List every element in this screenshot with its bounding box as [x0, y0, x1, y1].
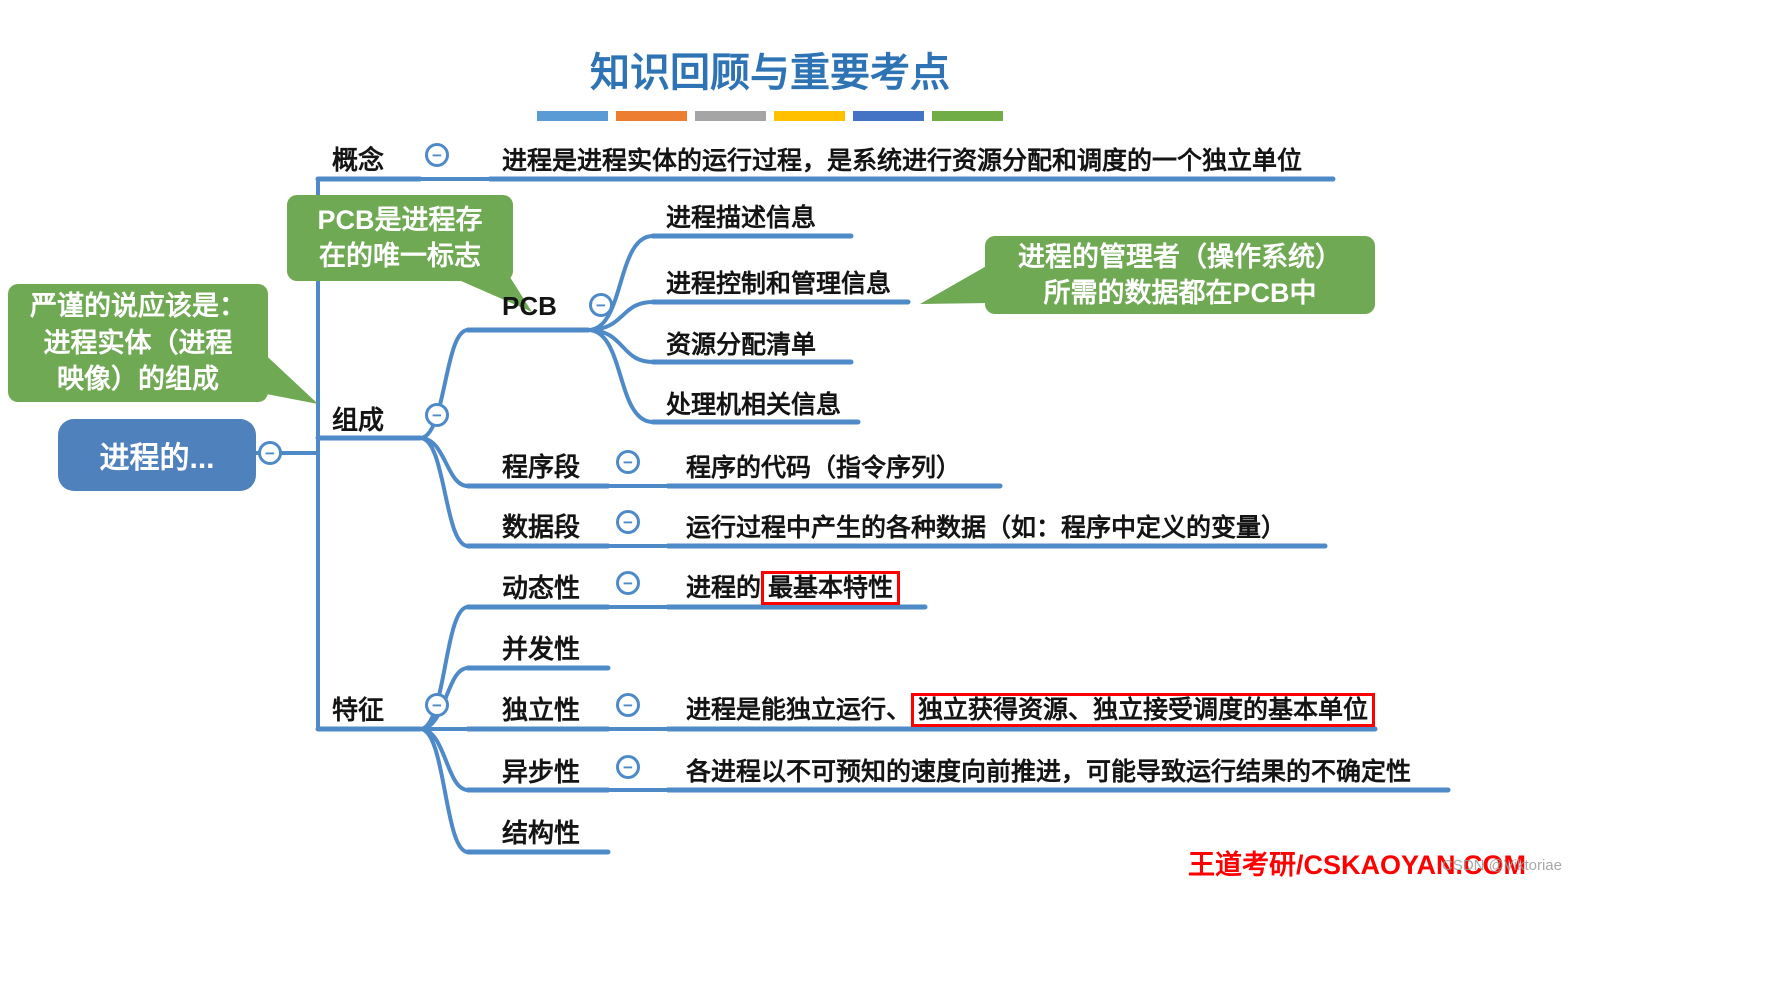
minus-glyph: − [623, 573, 633, 593]
minus-glyph: − [265, 443, 275, 463]
callout-pcb-manager: 进程的管理者（操作系统） 所需的数据都在PCB中 [985, 236, 1375, 314]
topic-features-label: 特征 [332, 695, 385, 725]
collapse-icon-concept[interactable]: − [425, 143, 449, 167]
topic-pcb-child: 进程控制和管理信息 [666, 270, 892, 298]
topic-concept-text: 进程是进程实体的运行过程，是系统进行资源分配和调度的一个独立单位 [502, 147, 1303, 175]
collapse-icon-program-segment[interactable]: − [616, 450, 640, 474]
collapse-icon-features[interactable]: − [425, 693, 449, 717]
root-topic-process: 进程的... [58, 419, 256, 491]
theme-color-bar-5 [853, 111, 924, 121]
minus-glyph: − [623, 452, 633, 472]
theme-color-bar-6 [932, 111, 1003, 121]
topic-pcb-child: 进程描述信息 [666, 204, 817, 232]
page-title: 知识回顾与重要考点 [590, 51, 950, 95]
callout-tail-pcb-flag [445, 274, 532, 312]
minus-glyph: − [432, 405, 442, 425]
dynamic-text-prefix: 进程的 [686, 574, 762, 602]
collapse-icon-composition[interactable]: − [425, 403, 449, 427]
exam-highlight-box: 独立获得资源、独立接受调度的基本单位 [911, 693, 1376, 727]
topic-composition-label: 组成 [332, 405, 385, 435]
minus-glyph: − [623, 512, 633, 532]
topic-data-segment-text: 运行过程中产生的各种数据（如：程序中定义的变量） [686, 514, 1287, 542]
callout-text: 进程的管理者（操作系统） 所需的数据都在PCB中 [1018, 241, 1342, 308]
minus-glyph: − [432, 145, 442, 165]
brand-footer: 王道考研/CSKAOYAN.COM [1188, 850, 1527, 880]
topic-underlines [315, 176, 1451, 855]
theme-color-bar-4 [774, 111, 845, 121]
topic-concurrency-label: 并发性 [502, 634, 581, 664]
topic-program-segment-label: 程序段 [502, 452, 581, 482]
topic-pcb-label: PCB [502, 291, 557, 321]
minus-glyph: − [623, 695, 633, 715]
collapse-icon-pcb[interactable]: − [589, 293, 613, 317]
collapse-icon-data-segment[interactable]: − [616, 510, 640, 534]
collapse-icon-asynchrony[interactable]: − [616, 755, 640, 779]
callout-tail-rigorous [256, 346, 318, 404]
callout-tail-manager [920, 264, 990, 304]
collapse-icon-dynamic[interactable]: − [616, 571, 640, 595]
theme-color-bar-1 [537, 111, 608, 121]
topic-pcb-child: 处理机相关信息 [666, 391, 842, 419]
topic-dynamic-label: 动态性 [502, 573, 581, 603]
topic-program-segment-text: 程序的代码（指令序列） [686, 454, 962, 482]
minus-glyph: − [432, 695, 442, 715]
callout-rigorous-note: 严谨的说应该是： 进程实体（进程 映像）的组成 [8, 284, 268, 402]
topic-independence-text: 进程是能独立运行、独立获得资源、独立接受调度的基本单位 [686, 690, 1376, 727]
independence-text-prefix: 进程是能独立运行、 [686, 696, 912, 724]
collapse-icon-root[interactable]: − [258, 441, 282, 465]
exam-highlight-box: 最基本特性 [761, 571, 901, 605]
callout-text: 严谨的说应该是： 进程实体（进程 映像）的组成 [30, 291, 246, 395]
minus-glyph: − [623, 757, 633, 777]
topic-asynchrony-label: 异步性 [502, 757, 581, 787]
callout-text: PCB是进程存 在的唯一标志 [317, 204, 483, 271]
topic-asynchrony-text: 各进程以不可预知的速度向前推进，可能导致运行结果的不确定性 [686, 758, 1412, 786]
root-topic-label: 进程的... [99, 442, 215, 475]
watermark-text: CSDN @Viktoriae [1442, 857, 1562, 874]
theme-color-bars [537, 111, 1011, 121]
callout-pcb-unique-flag: PCB是进程存 在的唯一标志 [287, 195, 513, 281]
collapse-icon-independence[interactable]: − [616, 693, 640, 717]
topic-pcb-child: 资源分配清单 [666, 331, 817, 359]
topic-concept-label: 概念 [332, 145, 385, 175]
theme-color-bar-3 [695, 111, 766, 121]
topic-structure-label: 结构性 [502, 818, 581, 848]
topic-dynamic-text: 进程的最基本特性 [686, 568, 901, 605]
topic-independence-label: 独立性 [502, 695, 581, 725]
minus-glyph: − [596, 295, 606, 315]
theme-color-bar-2 [616, 111, 687, 121]
topic-data-segment-label: 数据段 [502, 512, 581, 542]
